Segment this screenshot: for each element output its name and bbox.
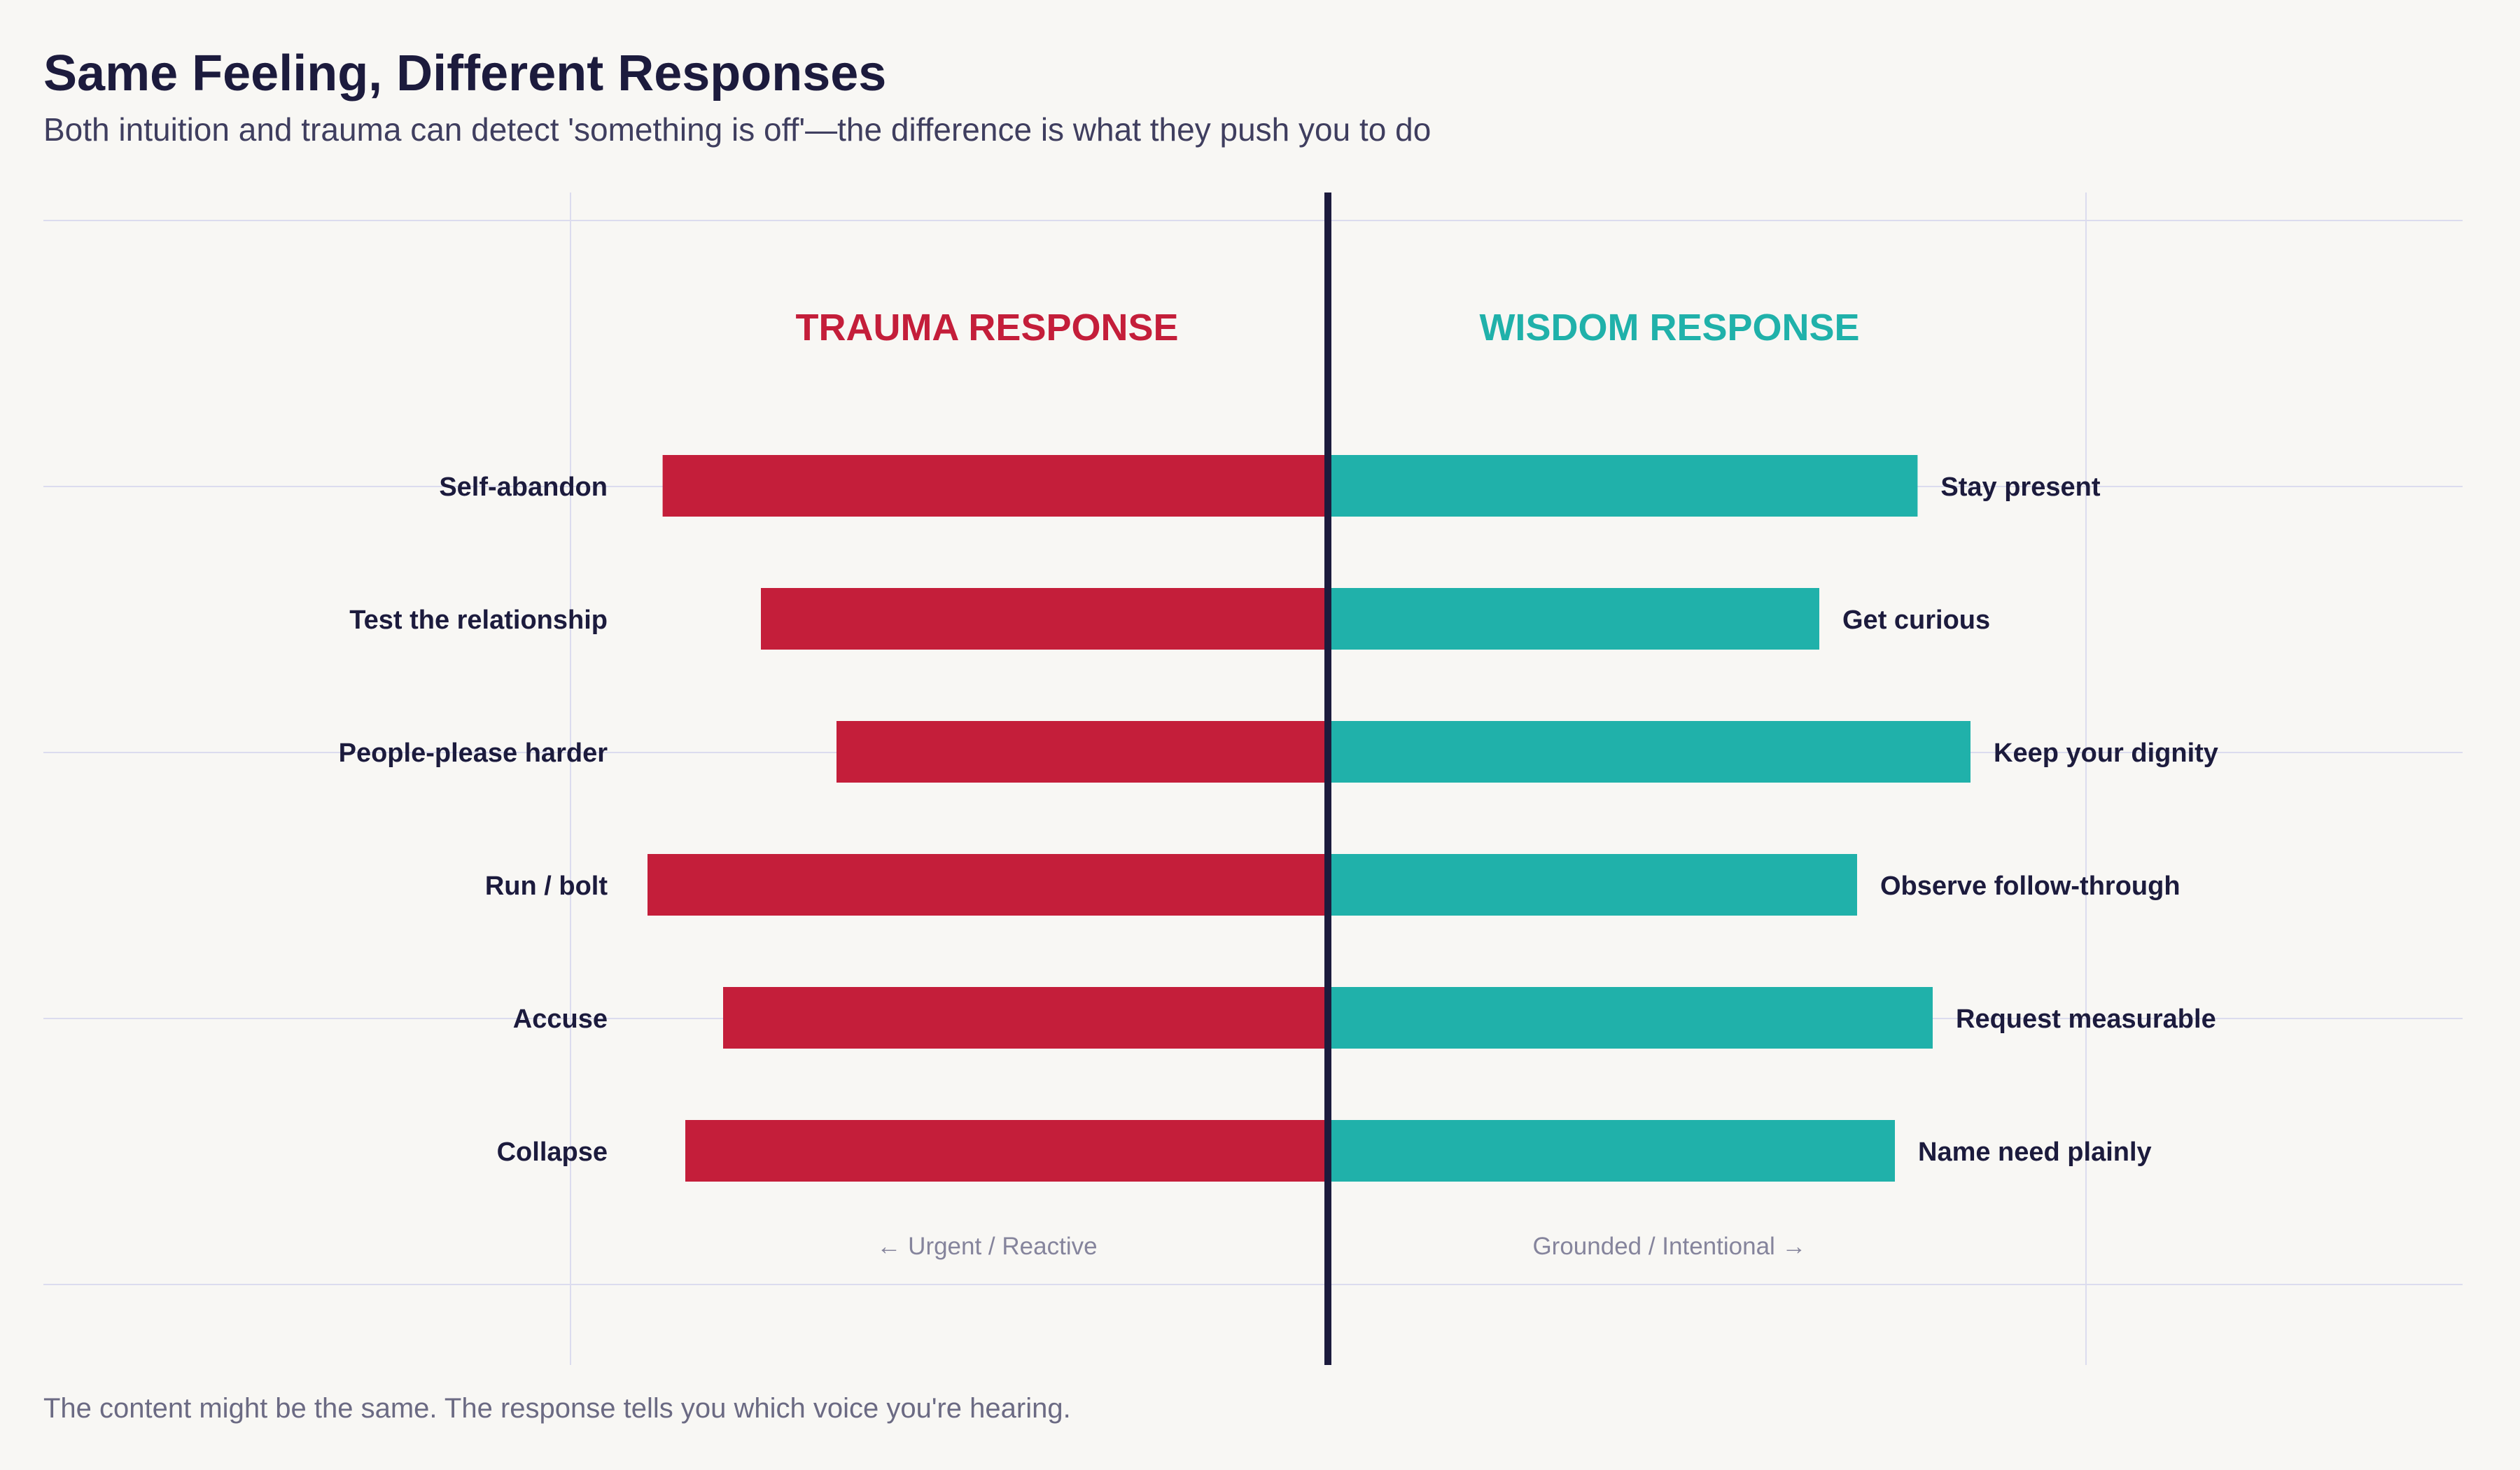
trauma-bar-4 [723, 987, 1328, 1049]
wisdom-bar-4 [1328, 987, 1933, 1049]
trauma-bar-0 [662, 455, 1328, 517]
trauma-bar-1 [761, 588, 1328, 650]
trauma-label-2: People-please harder [339, 738, 608, 768]
wisdom-bar-5 [1328, 1120, 1895, 1182]
wisdom-label-1: Get curious [1842, 606, 1990, 635]
trauma-label-4: Accuse [513, 1004, 608, 1034]
wisdom-bar-2 [1328, 721, 1970, 783]
trauma-bar-5 [685, 1120, 1328, 1182]
bars [648, 455, 1970, 1182]
trauma-label-3: Run / bolt [485, 872, 608, 901]
wisdom-bar-1 [1328, 588, 1819, 650]
trauma-bar-2 [836, 721, 1328, 783]
chart-subtitle: Both intuition and trauma can detect 'so… [43, 111, 1432, 148]
wisdom-label-4: Request measurable [1956, 1004, 2216, 1034]
wisdom-bar-0 [1328, 455, 1918, 517]
trauma-label-1: Test the relationship [349, 606, 608, 635]
wisdom-label-5: Name need plainly [1918, 1138, 2152, 1167]
wisdom-response-header: WISDOM RESPONSE [1479, 307, 1859, 349]
wisdom-label-0: Stay present [1940, 472, 2100, 502]
footnote: The content might be the same. The respo… [43, 1393, 1071, 1424]
wisdom-label-3: Observe follow-through [1880, 872, 2180, 901]
wisdom-label-2: Keep your dignity [1994, 738, 2218, 768]
trauma-response-header: TRAUMA RESPONSE [795, 307, 1178, 349]
trauma-label-0: Self-abandon [439, 472, 608, 502]
trauma-bar-3 [648, 854, 1328, 916]
urgent-reactive-note: ← Urgent / Reactive [876, 1233, 1097, 1260]
trauma-label-5: Collapse [497, 1138, 608, 1167]
wisdom-bar-3 [1328, 854, 1857, 916]
grounded-intentional-note: Grounded / Intentional → [1532, 1233, 1806, 1260]
chart-title: Same Feeling, Different Responses [43, 46, 887, 102]
